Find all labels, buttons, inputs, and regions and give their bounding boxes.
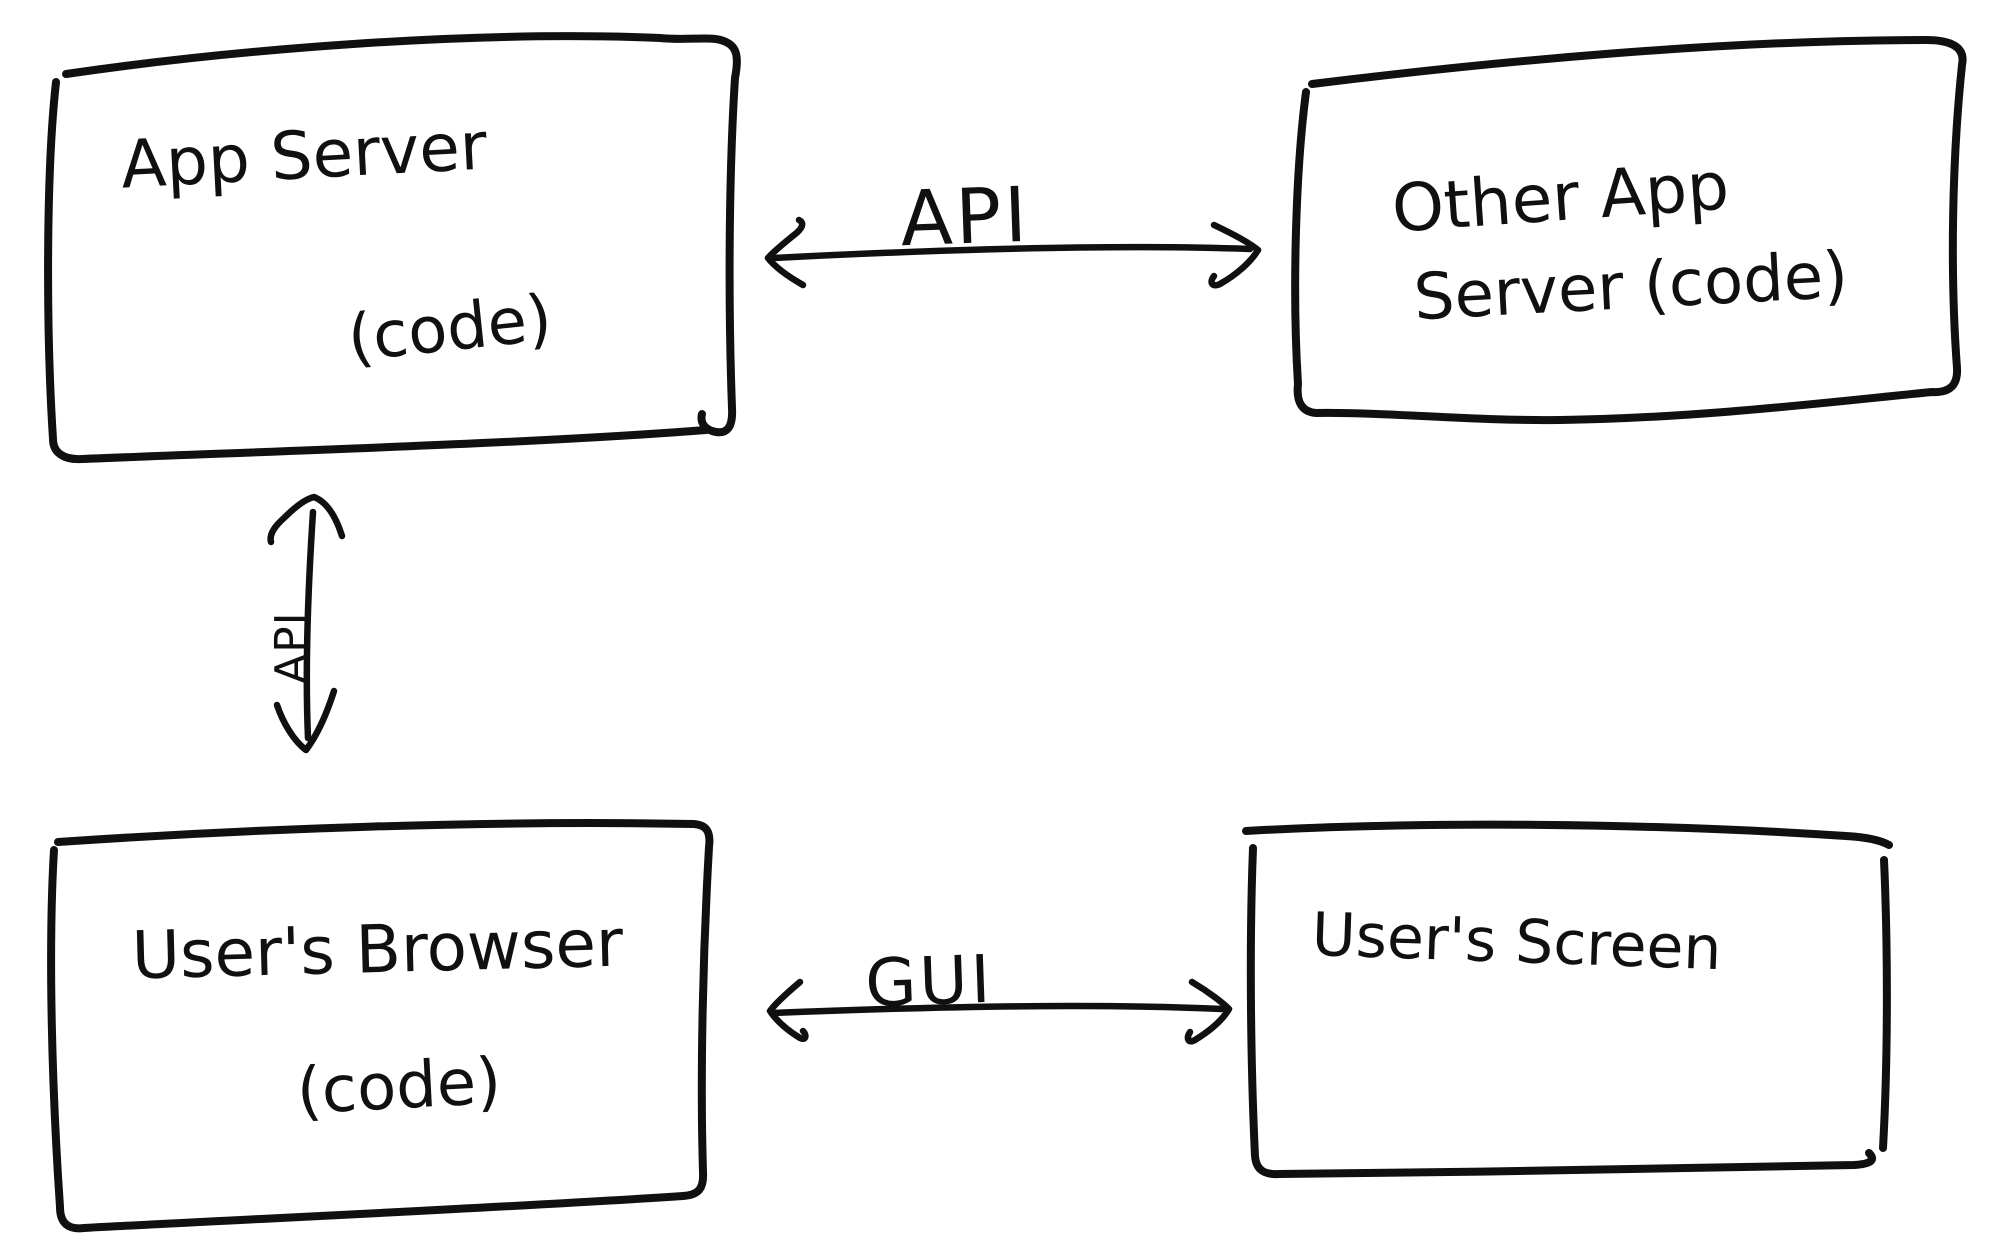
api-left-label: API xyxy=(266,611,317,684)
edge-api-left: API xyxy=(266,493,346,754)
users-browser-title-label: User's Browser xyxy=(131,905,625,995)
api-left-arrowhead-top xyxy=(267,493,346,546)
gui-bottom-arrowhead-right xyxy=(1184,978,1233,1045)
edge-api-top: API xyxy=(764,170,1262,289)
gui-bottom-label: GUI xyxy=(864,941,995,1022)
users-screen-title-label: User's Screen xyxy=(1311,900,1723,984)
node-users-browser: User's Browser (code) xyxy=(47,819,714,1233)
users-browser-subtitle-label: (code) xyxy=(295,1045,503,1130)
users-screen-box-right-edge xyxy=(1879,856,1891,1152)
app-server-subtitle-label: (code) xyxy=(344,282,555,377)
gui-bottom-arrow-line xyxy=(768,1002,1226,1017)
users-screen-box-left-bottom-edge xyxy=(1246,844,1876,1179)
users-browser-box-outline xyxy=(47,819,714,1233)
api-top-arrow-line xyxy=(770,243,1254,262)
other-app-server-subtitle-label: Server (code) xyxy=(1412,239,1850,336)
node-users-screen: User's Screen xyxy=(1242,820,1893,1179)
other-app-server-title-label: Other App xyxy=(1389,147,1731,247)
api-top-arrowhead-left xyxy=(764,216,807,289)
api-left-arrowhead-bottom xyxy=(273,687,338,754)
node-other-app-server: Other App Server (code) xyxy=(1291,36,1967,425)
app-server-box-outline xyxy=(44,32,741,464)
app-server-title-label: App Server xyxy=(119,107,490,203)
api-top-arrowhead-right xyxy=(1208,221,1262,289)
api-left-arrow-line xyxy=(303,508,317,742)
edge-gui-bottom: GUI xyxy=(766,941,1233,1045)
api-top-label: API xyxy=(899,170,1031,263)
node-app-server: App Server (code) xyxy=(44,32,741,464)
gui-bottom-arrowhead-left xyxy=(766,978,809,1042)
other-app-server-box-outline xyxy=(1291,36,1967,425)
users-screen-box-top-edge xyxy=(1242,820,1893,849)
